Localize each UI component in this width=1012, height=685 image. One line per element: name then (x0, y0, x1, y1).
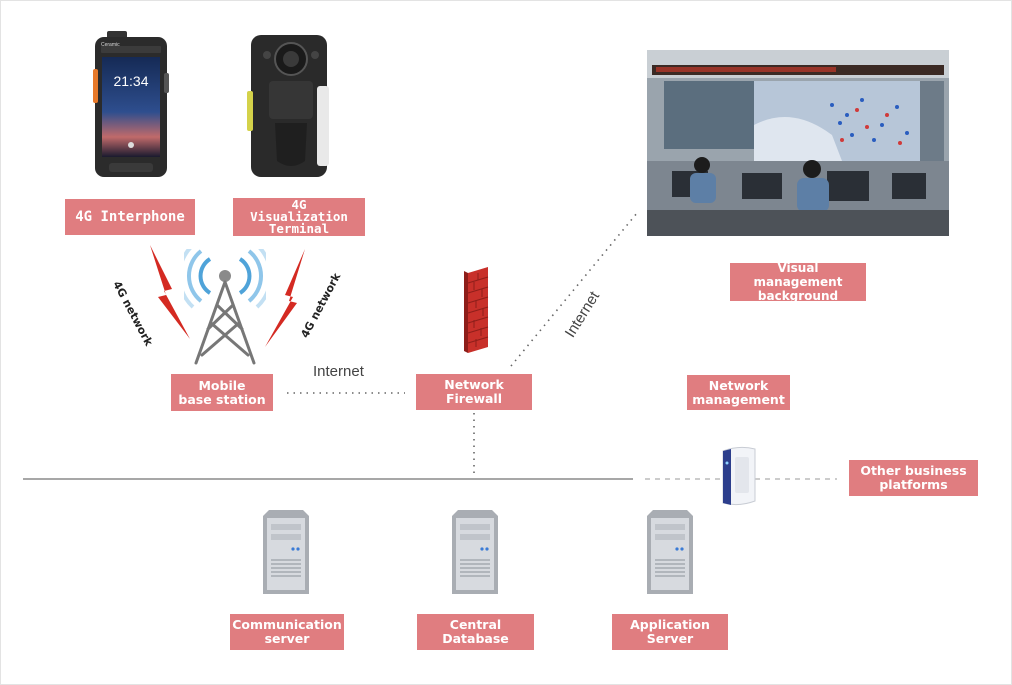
network-device-icon (722, 446, 756, 506)
interphone-device-image (93, 31, 169, 177)
internet-horizontal-text: Internet (313, 363, 364, 380)
firewall-to-visual-dotted (510, 212, 638, 367)
firewall-label: Network Firewall (416, 374, 532, 410)
interphone-label: 4G Interphone (65, 199, 195, 235)
body-camera-device-image (247, 35, 329, 177)
communication-server-icon (263, 510, 309, 594)
central-database-server-icon (452, 510, 498, 594)
application-server-icon (647, 510, 693, 594)
central-database-label: Central Database (417, 614, 534, 650)
phone-screen-time: 21:34 (113, 73, 149, 89)
lightning-bolt-left-icon (150, 245, 190, 339)
control-room-photo (642, 45, 954, 239)
firewall-icon (464, 267, 489, 353)
phone-brand-text: Ceramic (101, 42, 120, 48)
lightning-bolt-right-icon (265, 249, 305, 347)
application-server-label: Application Server (612, 614, 728, 650)
signal-tower-icon (184, 249, 266, 365)
